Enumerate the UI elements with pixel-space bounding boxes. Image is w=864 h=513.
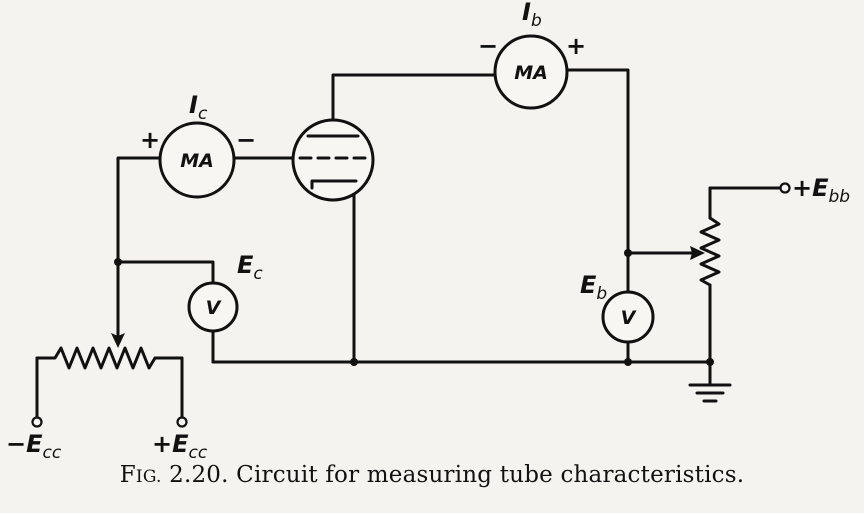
minus-ecc-terminal [31,416,43,428]
grid-ma-plus-sign: + [140,126,160,154]
triode-tube [291,118,375,202]
ic-label-main: I [189,91,198,119]
junction-dot [114,258,122,266]
plate-milliammeter: MA − + [478,32,586,110]
plate-ma-to-plate-v-wire [564,68,630,294]
wiring [35,68,782,419]
ec-label: Ec [237,251,263,284]
tube-envelope [291,118,375,202]
ebb-terminal [779,182,791,194]
ic-label-sub: c [198,104,208,124]
plate-ma-minus-sign: − [478,32,498,60]
ebb-label-sub: bb [829,187,851,207]
plus-ecc-label-main: +E [152,430,189,458]
bias-pot-wiper-arrow [111,333,125,348]
plate-v-circle [601,290,655,344]
bias-pot-resistor [35,346,184,370]
caption-fig-rest: IG. [135,467,162,487]
tube-cathode-electrode [310,179,358,190]
ib-label: Ib [522,0,542,31]
caption-fig-first: F [119,462,136,488]
minus-ecc-label: −Ecc [6,430,62,463]
plate-ma-plus-sign: + [566,32,586,60]
grid-v-top-wire [116,260,215,286]
plus-ecc-terminal [176,416,188,428]
junctions [114,249,714,366]
junction-dot [624,358,632,366]
ec-label-main: E [237,251,254,279]
ground-symbol [688,383,732,403]
grid-voltmeter: V [187,281,239,333]
plate-pot-resistor [699,216,721,287]
plus-ecc-label-sub: cc [189,443,208,463]
ic-label: Ic [189,91,208,124]
grid-ma-minus-sign: − [236,126,256,154]
minus-ecc-label-sub: cc [43,443,62,463]
eb-label-sub: b [596,284,607,304]
ib-label-sub: b [531,11,542,31]
grid-ma-to-bias-wire [116,156,164,338]
caption-text: Circuit for measuring tube characteristi… [236,462,745,488]
junction-dot [624,249,632,257]
plate-v-label: V [621,307,637,329]
grid-ma-label: MA [180,150,214,172]
ebb-label-main: +E [792,174,829,202]
ebb-label: +Ebb [792,174,850,207]
junction-dot [350,358,358,366]
minus-ecc-label-main: −E [6,430,43,458]
grid-v-label: V [206,297,222,319]
plate-pot-wiper-arrow [690,246,705,260]
plate-ma-label: MA [514,62,548,84]
grid-v-circle [187,281,239,333]
junction-dot [706,358,714,366]
grid-ma-circle [158,121,236,199]
eb-label: Eb [580,271,607,304]
eb-label-main: E [580,271,597,299]
caption-number: 2.20. [169,462,229,488]
ec-label-sub: c [253,264,263,284]
figure-caption: FIG. 2.20. Circuit for measuring tube ch… [0,462,864,488]
plus-ecc-label: +Ecc [152,430,208,463]
plate-lead-wire [331,73,497,124]
ib-label-main: I [522,0,531,26]
plate-ma-circle [493,34,569,110]
cathode-lead-wire [328,179,356,364]
grid-milliammeter: MA + − [140,121,256,199]
plate-voltmeter: V [601,290,655,344]
